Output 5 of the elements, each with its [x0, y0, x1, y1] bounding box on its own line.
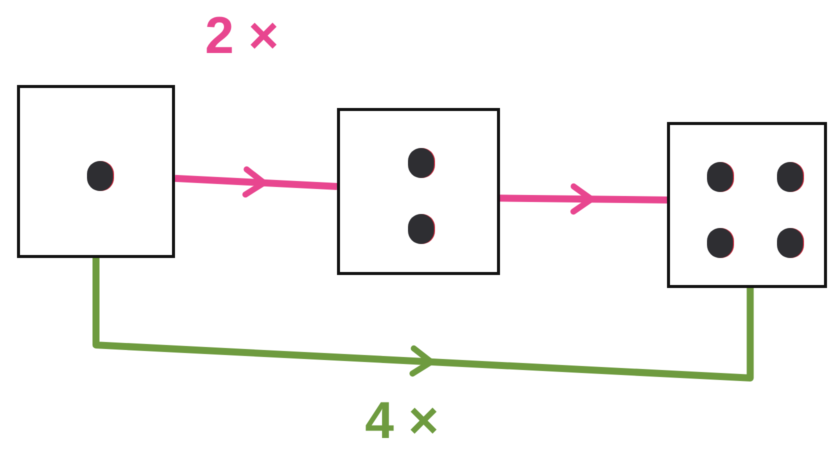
- dice-face-box: [667, 122, 827, 288]
- multiplier-label: 4 ×: [365, 395, 439, 447]
- multiplier-label: 2 ×: [205, 10, 279, 62]
- dice-face-box: [17, 85, 175, 258]
- dice-face-box: [337, 108, 500, 275]
